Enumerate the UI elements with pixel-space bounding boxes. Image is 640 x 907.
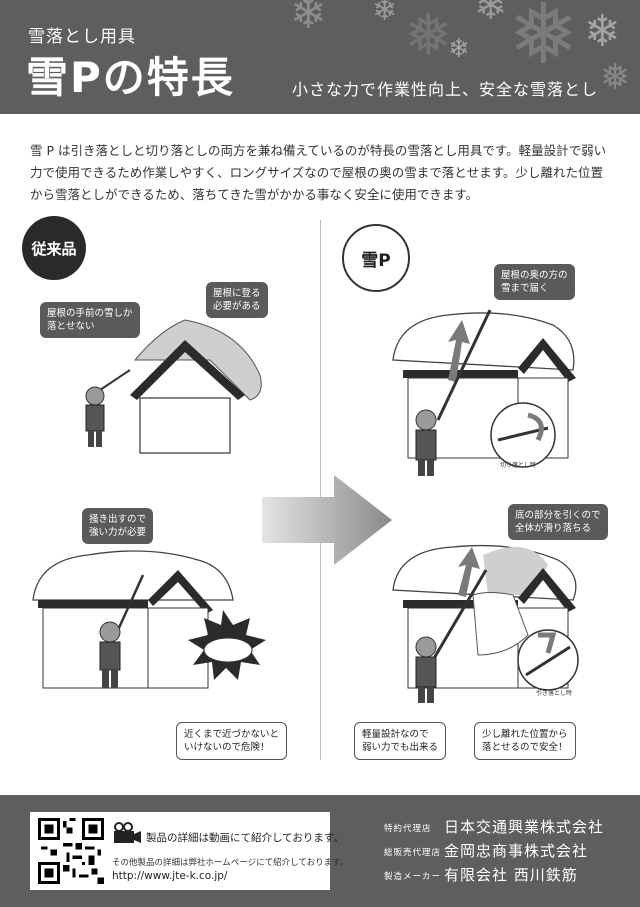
yukip-badge: 雪P [342, 224, 410, 292]
conventional-badge: 従来品 [22, 216, 86, 280]
agent-name-1: 日本交通興業株式会社 [444, 818, 605, 836]
agent-name-2: 金岡忠商事株式会社 [444, 842, 589, 860]
conventional-scene-2 [32, 550, 266, 689]
snowflake-icon: ❄ [448, 34, 470, 64]
conventional-scene-1 [85, 319, 262, 454]
agent-role-3: 製造メーカー [384, 872, 442, 882]
website-url[interactable]: http://www.jte-k.co.jp/ [112, 870, 228, 882]
header-subtitle: 雪落とし用具 [28, 27, 136, 47]
snowflake-icon: ❅ [600, 57, 631, 98]
detail-label-pull: 引き落とし時 [536, 690, 573, 697]
agent-role-2: 総販売代理店 [384, 848, 442, 858]
page-title: 雪Pの特長 [26, 53, 235, 102]
snowflake-icon: ❄ [290, 0, 327, 39]
snowflake-icon: ❄ [474, 0, 508, 29]
qr-code[interactable] [38, 818, 104, 884]
callout-danger: 近くまで近づかないと いけないので危険！ [176, 722, 288, 760]
intro-paragraph: 雪 P は引き落としと切り落としの両方を兼ね備えているのが特長の雪落とし用具です… [30, 143, 607, 202]
video-note: 製品の詳細は動画にて紹介しております。 [146, 832, 344, 844]
snowflake-icon: ❅ [508, 0, 579, 83]
yukip-scene-1 [392, 309, 576, 476]
callout-climb-roof: 屋根に登る 必要がある [206, 282, 268, 318]
website-note: その他製品の詳細は弊社ホームページにて紹介しております。 [112, 858, 349, 868]
header-banner: ❄ ❄ ❅ ❄ ❅ ❄ ❄ ❅ 雪落とし用具 雪Pの特長 小さな力で作業性向上、… [0, 0, 640, 114]
callout-strong-force: 掻き出すので 強い力が必要 [82, 508, 154, 544]
panel-divider [320, 220, 321, 760]
detail-label-cut: 切り落とし時 [500, 462, 537, 469]
callout-slide: 底の部分を引くので 全体が滑り落ちる [508, 504, 608, 540]
callout-light-force: 軽量設計なので 弱い力でも出来る [354, 722, 447, 760]
agent-role-1: 特約代理店 [384, 824, 432, 834]
transition-arrow [262, 475, 392, 565]
snowflake-icon: ❄ [372, 0, 398, 28]
yukip-scene-2 [392, 544, 579, 703]
callout-front-snow: 屋根の手前の雪しか 落とせない [40, 302, 140, 338]
callout-reach: 屋根の奥の方の 雪まで届く [494, 264, 575, 300]
snowflake-icon: ❅ [404, 1, 453, 69]
agent-name-3: 有限会社 西川鉄筋 [444, 866, 578, 884]
video-camera-icon [114, 822, 141, 843]
header-tagline: 小さな力で作業性向上、安全な雪落とし [292, 80, 599, 99]
snowflake-icon: ❄ [584, 6, 621, 57]
callout-safe: 少し離れた位置から 落とせるので安全！ [474, 722, 576, 760]
